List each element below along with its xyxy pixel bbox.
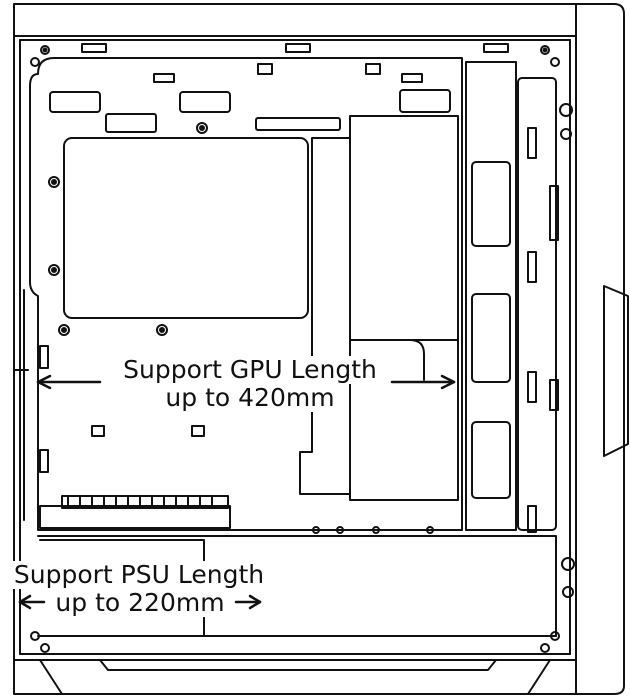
psu-length-title: Support PSU Length (8, 561, 270, 589)
fan-bracket (465, 61, 517, 531)
psu-length-value: up to 220mm (50, 589, 230, 617)
gpu-length-title: Support GPU Length (118, 356, 382, 384)
shroud-screws (312, 526, 434, 534)
top-tabs (81, 43, 509, 83)
fan-bracket-cutout (471, 293, 511, 383)
bottom-vent (99, 659, 497, 671)
drive-bay-cage (349, 115, 459, 501)
tray-slot (49, 91, 101, 113)
pci-slot-bracket (39, 505, 231, 529)
tray-slot (399, 89, 451, 113)
gpu-length-value: up to 420mm (160, 384, 340, 412)
fan-bracket-cutout (471, 161, 511, 247)
front-panel (575, 3, 625, 695)
motherboard-cutout (63, 137, 309, 319)
fan-bracket-cutout (471, 421, 511, 499)
foot-right (527, 659, 551, 695)
screw-holes (30, 45, 575, 653)
front-clips (527, 127, 559, 533)
tray-slot (179, 91, 231, 113)
front-panel-bulge (603, 285, 629, 457)
psu-length-arrow (18, 594, 262, 610)
foot-left (39, 659, 63, 695)
cable-guide (349, 339, 425, 381)
tray-slot (105, 113, 157, 133)
gpu-length-arrow (36, 374, 456, 390)
cable-cutout (299, 137, 351, 495)
pci-expansion-cover (61, 495, 229, 509)
tray-slot (255, 117, 341, 131)
motherboard-tray (29, 57, 463, 531)
rear-clips (13, 289, 205, 521)
pci-slot-teeth (67, 495, 213, 509)
